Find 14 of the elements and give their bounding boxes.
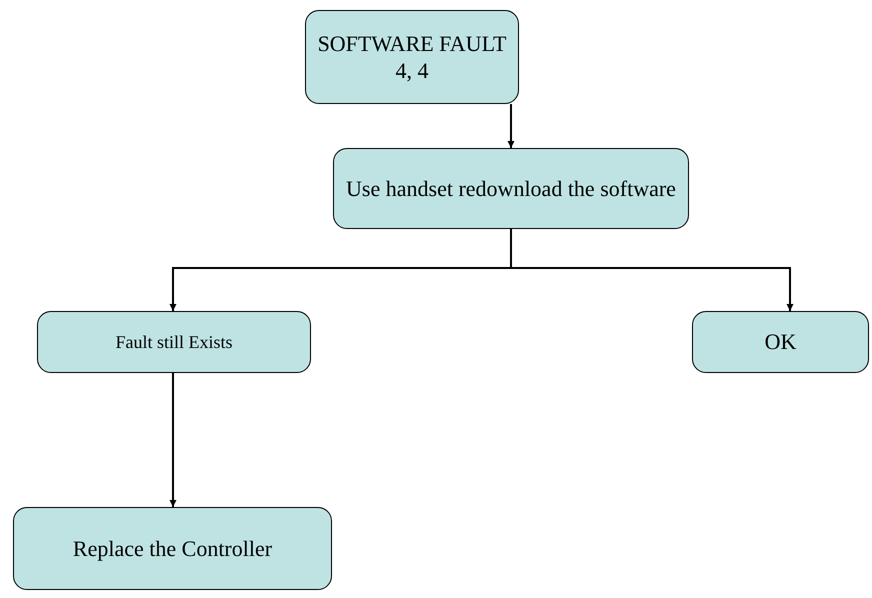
- title-box: [305, 10, 519, 104]
- box-label: Use handset redownload the software: [346, 174, 676, 202]
- process-box: [333, 148, 689, 229]
- process-box: [692, 311, 869, 373]
- box-label: SOFTWARE FAULT: [318, 30, 506, 57]
- process-box: [13, 507, 332, 590]
- box-label: Replace the Controller: [72, 534, 272, 562]
- box-label: OK: [764, 328, 796, 356]
- arrow: [510, 229, 794, 311]
- box-label: 4, 4: [396, 57, 428, 84]
- process-box: [37, 311, 311, 373]
- arrow: [508, 104, 514, 148]
- arrow: [170, 373, 176, 507]
- box-label: Fault still Exists: [115, 330, 233, 354]
